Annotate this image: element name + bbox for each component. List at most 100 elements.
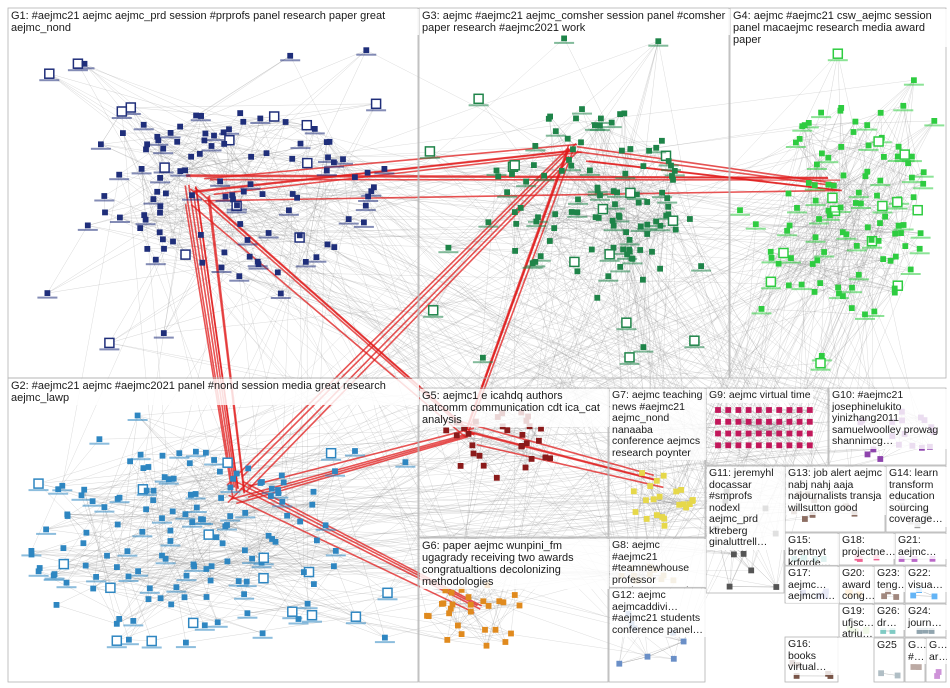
node[interactable] — [237, 221, 244, 227]
node[interactable] — [735, 430, 742, 437]
node[interactable] — [137, 225, 144, 232]
node[interactable] — [655, 38, 662, 45]
node[interactable] — [63, 579, 70, 586]
node[interactable] — [245, 465, 252, 472]
node[interactable] — [236, 273, 243, 280]
node[interactable] — [425, 613, 432, 619]
node[interactable] — [899, 149, 910, 160]
node[interactable] — [199, 259, 206, 266]
node[interactable] — [608, 119, 615, 126]
node[interactable] — [784, 227, 790, 234]
node[interactable] — [208, 143, 215, 149]
node[interactable] — [301, 119, 313, 131]
node[interactable] — [201, 137, 208, 144]
node[interactable] — [159, 515, 165, 522]
node[interactable] — [324, 241, 331, 248]
node[interactable] — [836, 290, 842, 297]
node[interactable] — [755, 407, 762, 413]
node[interactable] — [715, 418, 721, 425]
node[interactable] — [673, 488, 680, 495]
node[interactable] — [910, 194, 917, 201]
node[interactable] — [111, 635, 123, 646]
node[interactable] — [892, 253, 899, 260]
node[interactable] — [687, 216, 693, 222]
node[interactable] — [157, 595, 164, 602]
node[interactable] — [126, 636, 132, 643]
node[interactable] — [350, 611, 362, 622]
node[interactable] — [623, 229, 629, 236]
node[interactable] — [189, 519, 196, 526]
node[interactable] — [202, 130, 209, 137]
node[interactable] — [289, 155, 296, 162]
node[interactable] — [838, 143, 845, 150]
node[interactable] — [323, 167, 330, 174]
node[interactable] — [887, 257, 894, 264]
node[interactable] — [446, 610, 453, 617]
node[interactable] — [268, 111, 280, 122]
node[interactable] — [773, 584, 780, 590]
node[interactable] — [640, 276, 646, 283]
node[interactable] — [504, 427, 511, 434]
node[interactable] — [619, 147, 625, 154]
node[interactable] — [911, 77, 917, 84]
node[interactable] — [214, 619, 221, 626]
node[interactable] — [812, 234, 819, 241]
node[interactable] — [157, 174, 164, 181]
node[interactable] — [575, 196, 581, 203]
node[interactable] — [241, 591, 248, 598]
node[interactable] — [465, 594, 472, 600]
node[interactable] — [424, 146, 436, 157]
node[interactable] — [229, 192, 236, 199]
node[interactable] — [287, 52, 294, 59]
node[interactable] — [81, 60, 88, 67]
node[interactable] — [370, 98, 382, 110]
node[interactable] — [203, 529, 214, 540]
node[interactable] — [248, 153, 255, 160]
node[interactable] — [915, 664, 922, 670]
node[interactable] — [725, 418, 732, 425]
node[interactable] — [138, 165, 145, 172]
node[interactable] — [748, 567, 755, 574]
node[interactable] — [573, 115, 579, 122]
node[interactable] — [740, 551, 747, 557]
node[interactable] — [117, 214, 123, 221]
node[interactable] — [935, 669, 942, 675]
node[interactable] — [513, 220, 520, 227]
node[interactable] — [268, 485, 275, 492]
node[interactable] — [297, 518, 304, 525]
node[interactable] — [457, 462, 464, 469]
node[interactable] — [323, 139, 330, 146]
node[interactable] — [551, 225, 558, 232]
node[interactable] — [476, 452, 483, 459]
node[interactable] — [806, 418, 813, 425]
node[interactable] — [798, 281, 805, 288]
node[interactable] — [644, 231, 651, 237]
node[interactable] — [786, 222, 793, 229]
node[interactable] — [622, 170, 629, 177]
node[interactable] — [715, 430, 721, 437]
node[interactable] — [931, 118, 938, 124]
node[interactable] — [101, 504, 108, 511]
node[interactable] — [775, 260, 782, 267]
node[interactable] — [670, 176, 676, 183]
node[interactable] — [345, 216, 352, 223]
node[interactable] — [125, 102, 137, 113]
node[interactable] — [647, 483, 654, 490]
node[interactable] — [58, 558, 70, 570]
node[interactable] — [187, 617, 199, 629]
node[interactable] — [272, 538, 279, 545]
node[interactable] — [852, 118, 859, 125]
node[interactable] — [235, 578, 242, 584]
node[interactable] — [161, 245, 167, 252]
node[interactable] — [192, 491, 199, 497]
node[interactable] — [811, 288, 818, 295]
node[interactable] — [656, 493, 663, 500]
node[interactable] — [535, 214, 541, 221]
node[interactable] — [53, 602, 60, 608]
node[interactable] — [218, 264, 225, 271]
node[interactable] — [454, 622, 461, 629]
node[interactable] — [877, 109, 884, 116]
node[interactable] — [912, 204, 923, 216]
node[interactable] — [139, 528, 146, 535]
node[interactable] — [916, 245, 923, 252]
